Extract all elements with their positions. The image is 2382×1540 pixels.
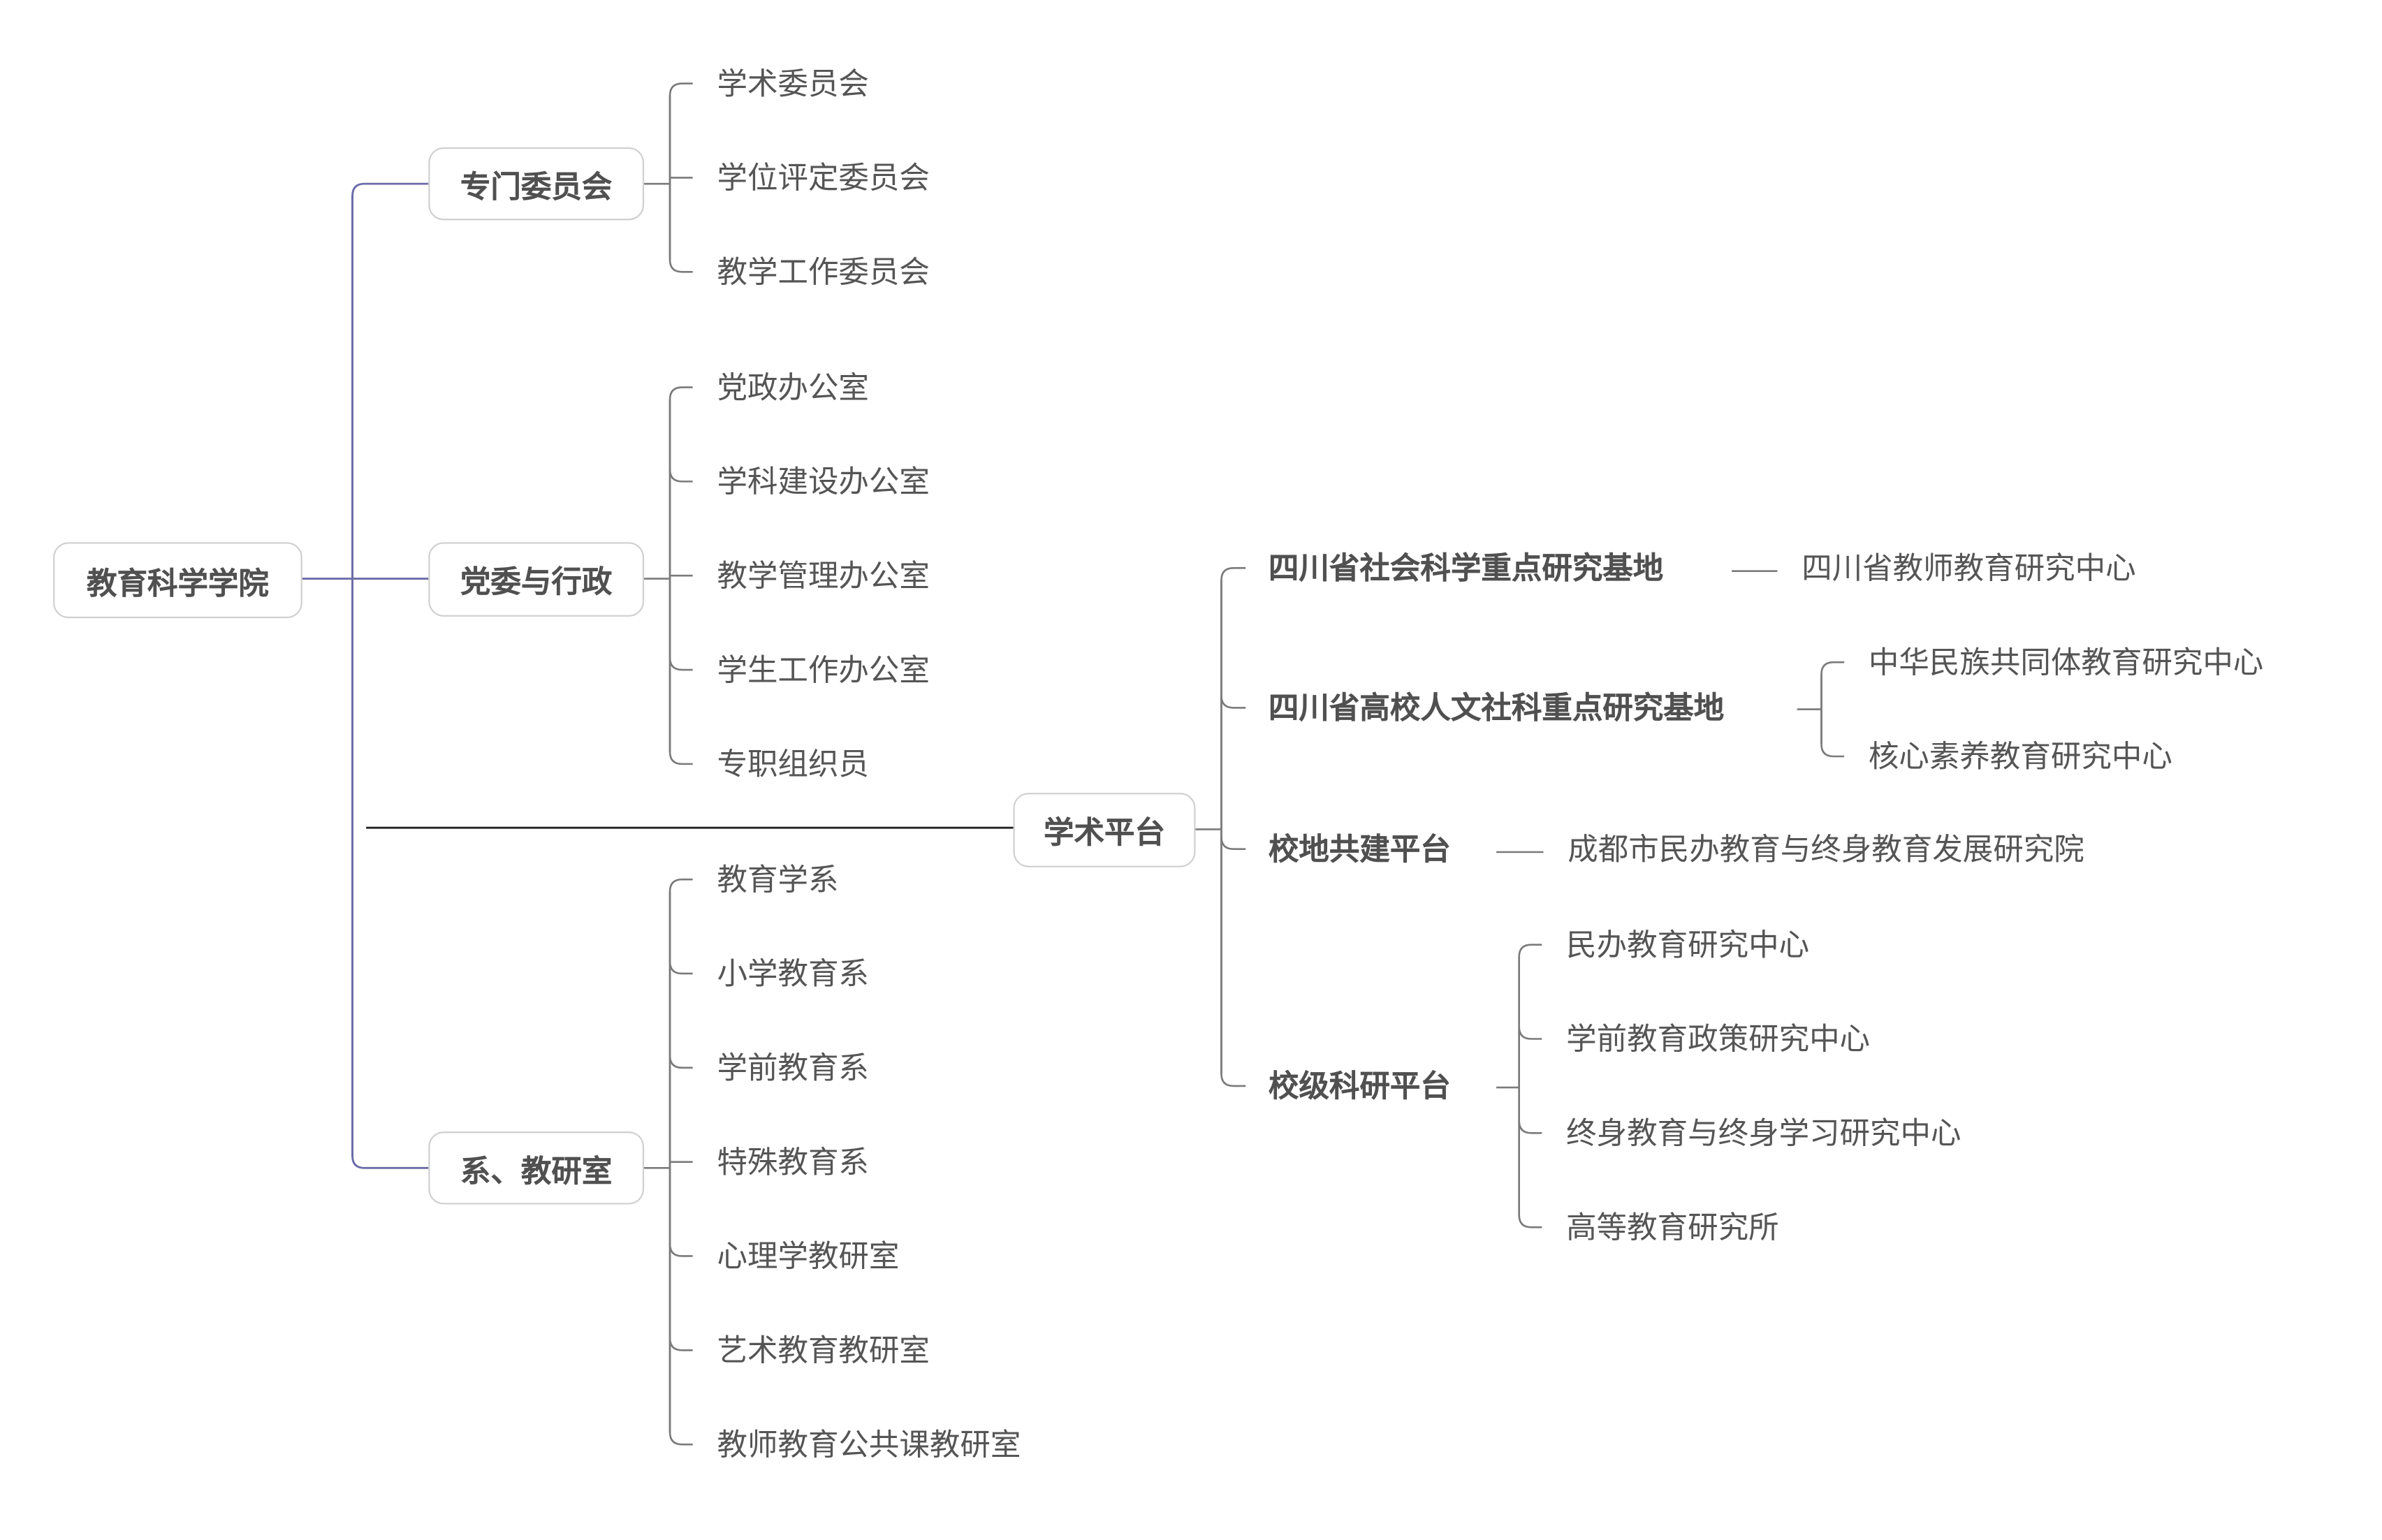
platform-item[interactable]: 四川省高校人文社科重点研究基地 (1268, 689, 1725, 726)
root-node[interactable]: 教育科学学院 (53, 542, 302, 619)
platform-item[interactable]: 校级科研平台 (1268, 1067, 1451, 1105)
root-connector-link (351, 578, 429, 1169)
leaf-item[interactable]: 学科建设办公室 (717, 463, 930, 500)
platform-item[interactable]: 校地共建平台 (1268, 830, 1451, 867)
sub-bracket-link (1518, 944, 1542, 1088)
branch-connector-link (668, 961, 693, 975)
leaf-item[interactable]: 学术委员会 (717, 65, 869, 102)
branch-connector-link (668, 657, 693, 671)
leaf-item[interactable]: 高等教育研究所 (1566, 1209, 1779, 1246)
sub-bracket-link (1518, 1027, 1542, 1040)
branch-party-admin[interactable]: 党委与行政 (428, 542, 645, 617)
branch-connector-link (668, 1168, 693, 1446)
branch-connector-link (668, 578, 693, 765)
leaf-item[interactable]: 成都市民办教育与终身教育发展研究院 (1568, 830, 2084, 867)
root-connector-link (351, 182, 429, 579)
branch-connector-link (668, 469, 693, 483)
leaf-item[interactable]: 四川省教师教育研究中心 (1802, 550, 2136, 587)
sub-bracket-link (1820, 709, 1845, 758)
branch-connector-link (668, 184, 693, 273)
branch-connector-link (668, 1055, 693, 1069)
leaf-item[interactable]: 教学管理办公室 (717, 557, 930, 594)
branch-connector-link (668, 82, 693, 184)
leaf-item[interactable]: 终身教育与终身学习研究中心 (1566, 1115, 1961, 1152)
platform-bracket-link (1220, 567, 1246, 830)
leaf-item[interactable]: 艺术教育教研室 (717, 1332, 930, 1369)
leaf-item[interactable]: 中华民族共同体教育研究中心 (1868, 644, 2264, 681)
branch-academic-platform[interactable]: 学术平台 (1013, 793, 1196, 867)
leaf-item[interactable]: 教学工作委员会 (717, 254, 930, 291)
leaf-item[interactable]: 党政办公室 (717, 369, 869, 406)
sub-bracket-link (1820, 661, 1845, 710)
branch-connector-link (668, 386, 693, 579)
leaf-item[interactable]: 学前教育政策研究中心 (1566, 1020, 1871, 1057)
leaf-item[interactable]: 学生工作办公室 (717, 651, 930, 689)
branch-committees[interactable]: 专门委员会 (428, 147, 645, 221)
branch-connector-link (668, 878, 693, 1168)
leaf-item[interactable]: 专职组织员 (717, 745, 869, 782)
leaf-item[interactable]: 心理学教研室 (717, 1238, 900, 1275)
leaf-item[interactable]: 特殊教育系 (717, 1143, 869, 1180)
branch-connector-link (668, 1244, 693, 1257)
leaf-item[interactable]: 教师教育公共课教研室 (717, 1426, 1021, 1463)
branch-connector-link (668, 1337, 693, 1351)
sub-bracket-link (1518, 1120, 1542, 1134)
platform-item[interactable]: 四川省社会科学重点研究基地 (1268, 550, 1664, 587)
leaf-item[interactable]: 学位评定委员会 (717, 159, 930, 196)
platform-bracket-link (1220, 829, 1246, 1087)
branch-departments[interactable]: 系、教研室 (428, 1131, 645, 1205)
leaf-item[interactable]: 教育学系 (717, 861, 839, 898)
leaf-item[interactable]: 民办教育研究中心 (1566, 926, 1810, 963)
leaf-item[interactable]: 核心素养教育研究中心 (1868, 738, 2172, 775)
leaf-item[interactable]: 小学教育系 (717, 955, 869, 992)
leaf-item[interactable]: 学前教育系 (717, 1049, 869, 1086)
platform-bracket-link (1220, 695, 1246, 709)
sub-bracket-link (1518, 1087, 1542, 1229)
platform-bracket-link (1220, 837, 1246, 850)
